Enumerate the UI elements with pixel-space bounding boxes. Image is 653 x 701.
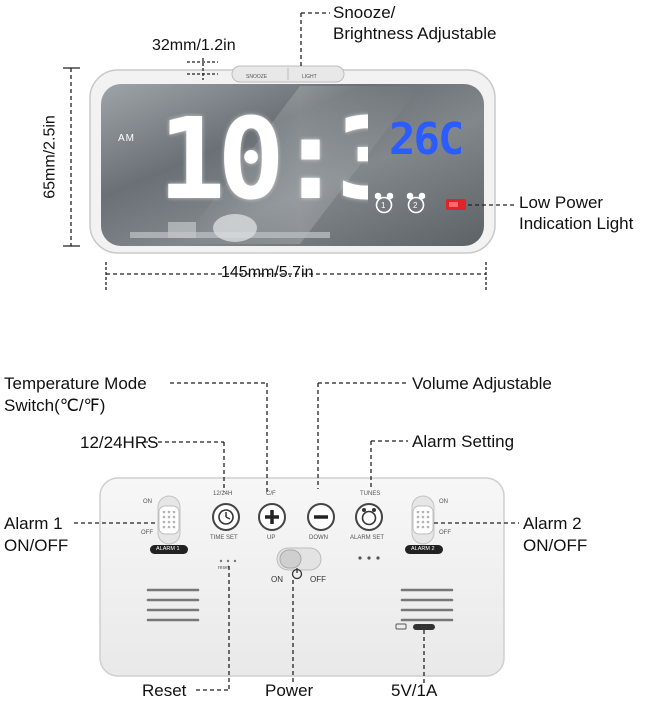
alarm-setting-callout: Alarm Setting (412, 432, 515, 451)
power-callout: Power (265, 681, 314, 700)
time-set-button[interactable] (212, 503, 240, 531)
hrs-callout: 12/24HRS (80, 433, 159, 452)
indicator-dots (358, 556, 380, 560)
printed-alarm2-on: ON (439, 499, 448, 505)
alarm1-switch[interactable] (150, 495, 188, 554)
usb-callout: 5V/1A (391, 681, 438, 700)
low-power-callout-line1: Low Power (519, 193, 604, 212)
snooze-button-text: SNOOZE (246, 74, 268, 80)
width-dimension-label: 145mm/5.7in (221, 264, 314, 281)
alarm1-callout-line2: ON/OFF (4, 536, 69, 555)
printed-reset: reset (218, 565, 230, 571)
temp-mode-callout-line1: Temperature Mode (4, 374, 147, 393)
alarm2-callout-line2: ON/OFF (523, 536, 588, 555)
printed-alarm1-on: ON (143, 499, 152, 505)
am-indicator: AM (118, 133, 135, 144)
alarm-set-button[interactable] (355, 503, 383, 531)
printed-alarm1-off: OFF (141, 530, 153, 536)
temp-mode-callout-line2: Switch(℃/℉) (4, 396, 106, 415)
down-button[interactable] (307, 503, 335, 531)
alarm2-digit: 2 (413, 201, 418, 210)
up-button[interactable] (258, 503, 286, 531)
reset-callout: Reset (142, 681, 187, 700)
snooze-callout-line2: Brightness Adjustable (333, 24, 497, 43)
printed-alarm-set: ALARM SET (350, 535, 385, 541)
left-speaker-grille (146, 588, 200, 622)
printed-12-24h: 12/24H (213, 491, 233, 497)
printed-alarm1-tag: ALARM 1 (156, 546, 180, 552)
printed-alarm2-tag: ALARM 2 (411, 546, 435, 552)
right-speaker-grille (400, 588, 454, 622)
alarm2-switch[interactable] (405, 495, 443, 554)
light-button-text: LIGHT (302, 74, 317, 80)
back-clock-body (99, 477, 505, 677)
printed-time-set: TIME SET (210, 535, 238, 541)
time-display: 10:30 (158, 104, 368, 216)
volume-callout: Volume Adjustable (412, 374, 552, 393)
reflection-box (168, 222, 196, 238)
alarm1-indicator-icon (374, 192, 394, 214)
snooze-callout-line1: Snooze/ (333, 3, 396, 22)
printed-up: UP (267, 535, 276, 541)
low-power-callout-line2: Indication Light (519, 214, 634, 233)
reflection-object (213, 214, 257, 242)
printed-down: DOWN (309, 535, 328, 541)
printed-tunes: TUNES (360, 491, 381, 497)
height-dimension-label: 65mm/2.5in (41, 115, 59, 199)
alarm2-indicator-icon (406, 192, 426, 214)
usb-port (395, 623, 435, 630)
alarm1-callout-line1: Alarm 1 (4, 514, 63, 533)
temperature-display: 26C (389, 116, 461, 164)
mirror-reflection (180, 86, 420, 244)
printed-power-off: OFF (310, 575, 326, 584)
alarm2-callout-line1: Alarm 2 (523, 514, 582, 533)
printed-alarm2-off: OFF (439, 530, 451, 536)
reset-dots (219, 559, 237, 563)
printed-cf: C/F (266, 491, 276, 497)
power-switch[interactable] (276, 547, 322, 580)
alarm1-digit: 1 (381, 201, 386, 210)
printed-power-on: ON (271, 575, 283, 584)
depth-dimension-label: 32mm/1.2in (152, 37, 236, 54)
